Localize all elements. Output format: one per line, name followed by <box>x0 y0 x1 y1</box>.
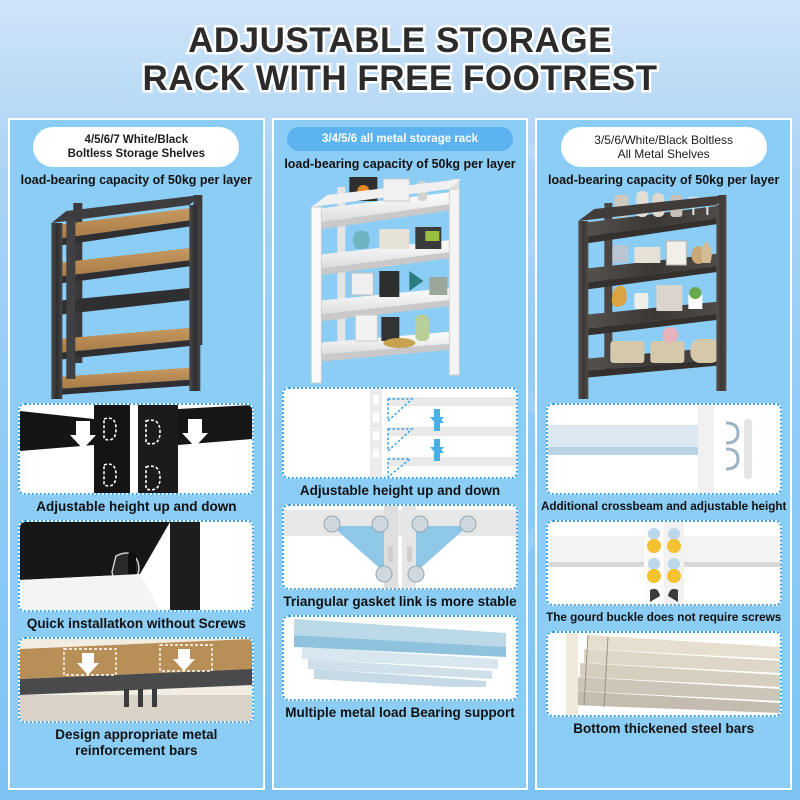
column-2-feature-2-caption: Triangular gasket link is more stable <box>283 594 517 609</box>
column-1-badge-line-2: Boltless Storage Shelves <box>67 148 206 160</box>
column-1-badge: 4/5/6/7 White/Black Boltless Storage She… <box>33 127 240 167</box>
column-1-feature-2-image <box>18 520 255 612</box>
column-1-feature-3-caption-line-2: reinforcement bars <box>75 743 198 758</box>
column-1-feature-3-caption-line-1: Design appropriate metal <box>55 727 218 742</box>
column-3-badge-line-2: All Metal Shelves <box>617 147 710 161</box>
column-2-feature-2-image <box>282 504 518 590</box>
column-1-feature-3-caption: Design appropriate metal reinforcement b… <box>29 723 243 762</box>
column-3-feature-1-caption: Additional crossbeam and adjustable heig… <box>540 500 787 513</box>
product-column-1: 4/5/6/7 White/Black Boltless Storage She… <box>8 118 265 790</box>
column-1-feature-2-caption: Quick installatkon without Screws <box>26 616 246 631</box>
column-3-capacity: load-bearing capacity of 50kg per layer <box>548 173 780 187</box>
column-3-feature-3-image <box>545 631 782 717</box>
column-2-badge: 3/4/5/6 all metal storage rack <box>287 127 513 151</box>
column-3-feature-2-caption: The gourd buckle does not require screws <box>546 611 782 624</box>
column-3-feature-1-image <box>545 403 782 495</box>
title-line-2: RACK WITH FREE FOOTREST <box>140 57 660 100</box>
column-2-feature-3-caption: Multiple metal load Bearing support <box>285 705 515 720</box>
column-3-feature-2-image <box>545 520 782 606</box>
column-2-feature-1-image <box>282 387 518 479</box>
column-1-capacity: load-bearing capacity of 50kg per layer <box>20 173 252 187</box>
column-2-feature-3-image <box>282 615 518 701</box>
column-2-badge-line-1: 3/4/5/6 all metal storage rack <box>322 133 478 145</box>
column-2-feature-1-caption: Adjustable height up and down <box>299 483 501 498</box>
column-1-hero-image <box>10 189 263 401</box>
column-1-feature-3-image <box>18 637 255 723</box>
column-1-feature-1-image <box>18 403 255 495</box>
page-title: ADJUSTABLE STORAGE RACK WITH FREE FOOTRE… <box>0 19 800 100</box>
title-line-1: ADJUSTABLE STORAGE <box>186 19 614 62</box>
column-3-feature-3-caption: Bottom thickened steel bars <box>573 721 755 736</box>
column-1-feature-1-caption: Adjustable height up and down <box>36 499 237 514</box>
product-columns: 4/5/6/7 White/Black Boltless Storage She… <box>8 118 793 790</box>
column-3-badge-line-1: 3/5/6/White/Black Boltless <box>594 133 734 147</box>
product-column-3: 3/5/6/White/Black Boltless All Metal She… <box>535 118 793 790</box>
column-2-hero-image <box>274 173 527 385</box>
column-1-badge-line-1: 4/5/6/7 White/Black <box>84 134 189 146</box>
column-2-capacity: load-bearing capacity of 50kg per layer <box>284 157 516 171</box>
column-3-badge: 3/5/6/White/Black Boltless All Metal She… <box>560 127 767 167</box>
column-3-hero-image <box>537 189 790 401</box>
product-column-2: 3/4/5/6 all metal storage rack load-bear… <box>271 118 529 790</box>
